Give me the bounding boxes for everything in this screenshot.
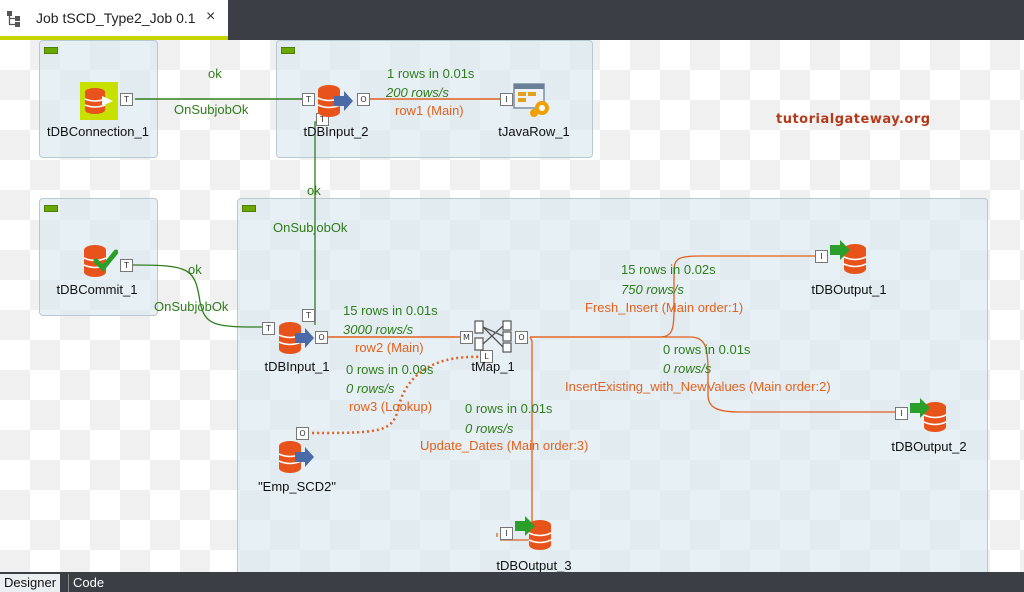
row2-label[interactable]: row2 (Main)	[355, 340, 424, 355]
db-connection-icon[interactable]	[80, 82, 118, 120]
port-trigger-input1-top[interactable]: T	[302, 309, 315, 322]
trigger-label-onsubjobok[interactable]: OnSubjobOk	[273, 220, 348, 235]
insert-existing-label[interactable]: InsertExisting_with_NewValues (Main orde…	[565, 379, 831, 394]
row2-stats-rate: 3000 rows/s	[343, 322, 414, 337]
port-out-input1[interactable]: O	[315, 331, 328, 344]
port-out-input2[interactable]: O	[357, 93, 370, 106]
port-out-tmap[interactable]: O	[515, 331, 528, 344]
component-label-tdbcommit-1: tDBCommit_1	[56, 282, 138, 297]
update-dates-stats-rows: 0 rows in 0.01s	[465, 401, 553, 416]
component-label-tdbinput-1: tDBInput_1	[264, 359, 330, 374]
collapse-toggle[interactable]	[242, 205, 256, 212]
component-label-emp-scd2: "Emp_SCD2"	[258, 479, 336, 494]
tab-job[interactable]: Job tSCD_Type2_Job 0.1 ×	[0, 0, 228, 40]
port-in-output2[interactable]: I	[895, 407, 908, 420]
collapse-toggle[interactable]	[281, 47, 295, 54]
port-in-javarow[interactable]: I	[500, 93, 513, 106]
update-dates-stats-rate: 0 rows/s	[465, 421, 514, 436]
row3-label[interactable]: row3 (Lookup)	[349, 399, 433, 414]
tab-title: Job tSCD_Type2_Job 0.1	[36, 10, 196, 26]
update-dates-label[interactable]: Update_Dates (Main order:3)	[420, 438, 589, 453]
row1-stats-rows: 1 rows in 0.01s	[387, 66, 475, 81]
port-in-output1[interactable]: I	[815, 250, 828, 263]
db-input-icon[interactable]	[277, 321, 315, 355]
port-trigger-commit[interactable]: T	[120, 259, 133, 272]
port-trigger-connection[interactable]: T	[120, 93, 133, 106]
component-label-tmap-1: tMap_1	[471, 359, 515, 374]
trigger-label-ok[interactable]: ok	[188, 262, 202, 277]
db-output-icon[interactable]	[514, 516, 554, 552]
component-label-tdbinput-2: tDBInput_2	[303, 124, 369, 139]
tab-code[interactable]: Code	[68, 574, 108, 592]
component-label-tdboutput-2: tDBOutput_2	[891, 439, 967, 454]
collapse-toggle[interactable]	[44, 47, 58, 54]
port-trigger-input2[interactable]: T	[302, 93, 315, 106]
fresh-insert-stats-rate: 750 rows/s	[621, 282, 684, 297]
port-trigger-input1[interactable]: T	[262, 322, 275, 335]
port-lookup-tmap[interactable]: L	[480, 350, 493, 363]
job-icon	[7, 11, 20, 27]
collapse-toggle[interactable]	[44, 205, 58, 212]
java-row-icon[interactable]	[512, 82, 552, 118]
insert-existing-stats-rows: 0 rows in 0.01s	[663, 342, 751, 357]
db-input-icon[interactable]	[277, 440, 315, 474]
db-input-icon[interactable]	[316, 84, 354, 118]
component-label-tdboutput-1: tDBOutput_1	[811, 282, 887, 297]
db-output-icon[interactable]	[909, 398, 949, 434]
close-icon[interactable]: ×	[206, 8, 216, 25]
component-label-tjavarow-1: tJavaRow_1	[498, 124, 570, 139]
insert-existing-stats-rate: 0 rows/s	[663, 361, 712, 376]
fresh-insert-stats-rows: 15 rows in 0.02s	[621, 262, 716, 277]
component-label-tdboutput-3: tDBOutput_3	[496, 558, 572, 572]
trigger-label-ok[interactable]: ok	[307, 183, 321, 198]
port-main-tmap[interactable]: M	[460, 331, 473, 344]
trigger-label-onsubjobok[interactable]: OnSubjobOk	[174, 102, 249, 117]
editor-tab-bar: Job tSCD_Type2_Job 0.1 ×	[0, 0, 1024, 40]
db-output-icon[interactable]	[829, 240, 869, 276]
db-commit-icon[interactable]	[82, 243, 118, 279]
row1-stats-rate: 200 rows/s	[386, 85, 449, 100]
component-label-tdbconnection-1: tDBConnection_1	[47, 124, 149, 139]
tmap-icon[interactable]	[473, 318, 513, 354]
port-out-empscd2[interactable]: O	[296, 427, 309, 440]
trigger-label-ok[interactable]: ok	[208, 66, 222, 81]
row1-label[interactable]: row1 (Main)	[395, 103, 464, 118]
row3-stats-rows: 0 rows in 0.09s	[346, 362, 434, 377]
designer-canvas[interactable]: T T O I T T T T O M L O O I I I	[0, 40, 1024, 572]
trigger-label-onsubjobok[interactable]: OnSubjobOk	[154, 299, 229, 314]
watermark-text: tutorialgateway.org	[776, 112, 931, 127]
row2-stats-rows: 15 rows in 0.01s	[343, 303, 438, 318]
row3-stats-rate: 0 rows/s	[346, 381, 395, 396]
port-in-output3[interactable]: I	[500, 527, 513, 540]
fresh-insert-label[interactable]: Fresh_Insert (Main order:1)	[585, 300, 744, 315]
bottom-tab-bar: Designer Code	[0, 572, 1024, 592]
tab-designer[interactable]: Designer	[0, 574, 61, 592]
